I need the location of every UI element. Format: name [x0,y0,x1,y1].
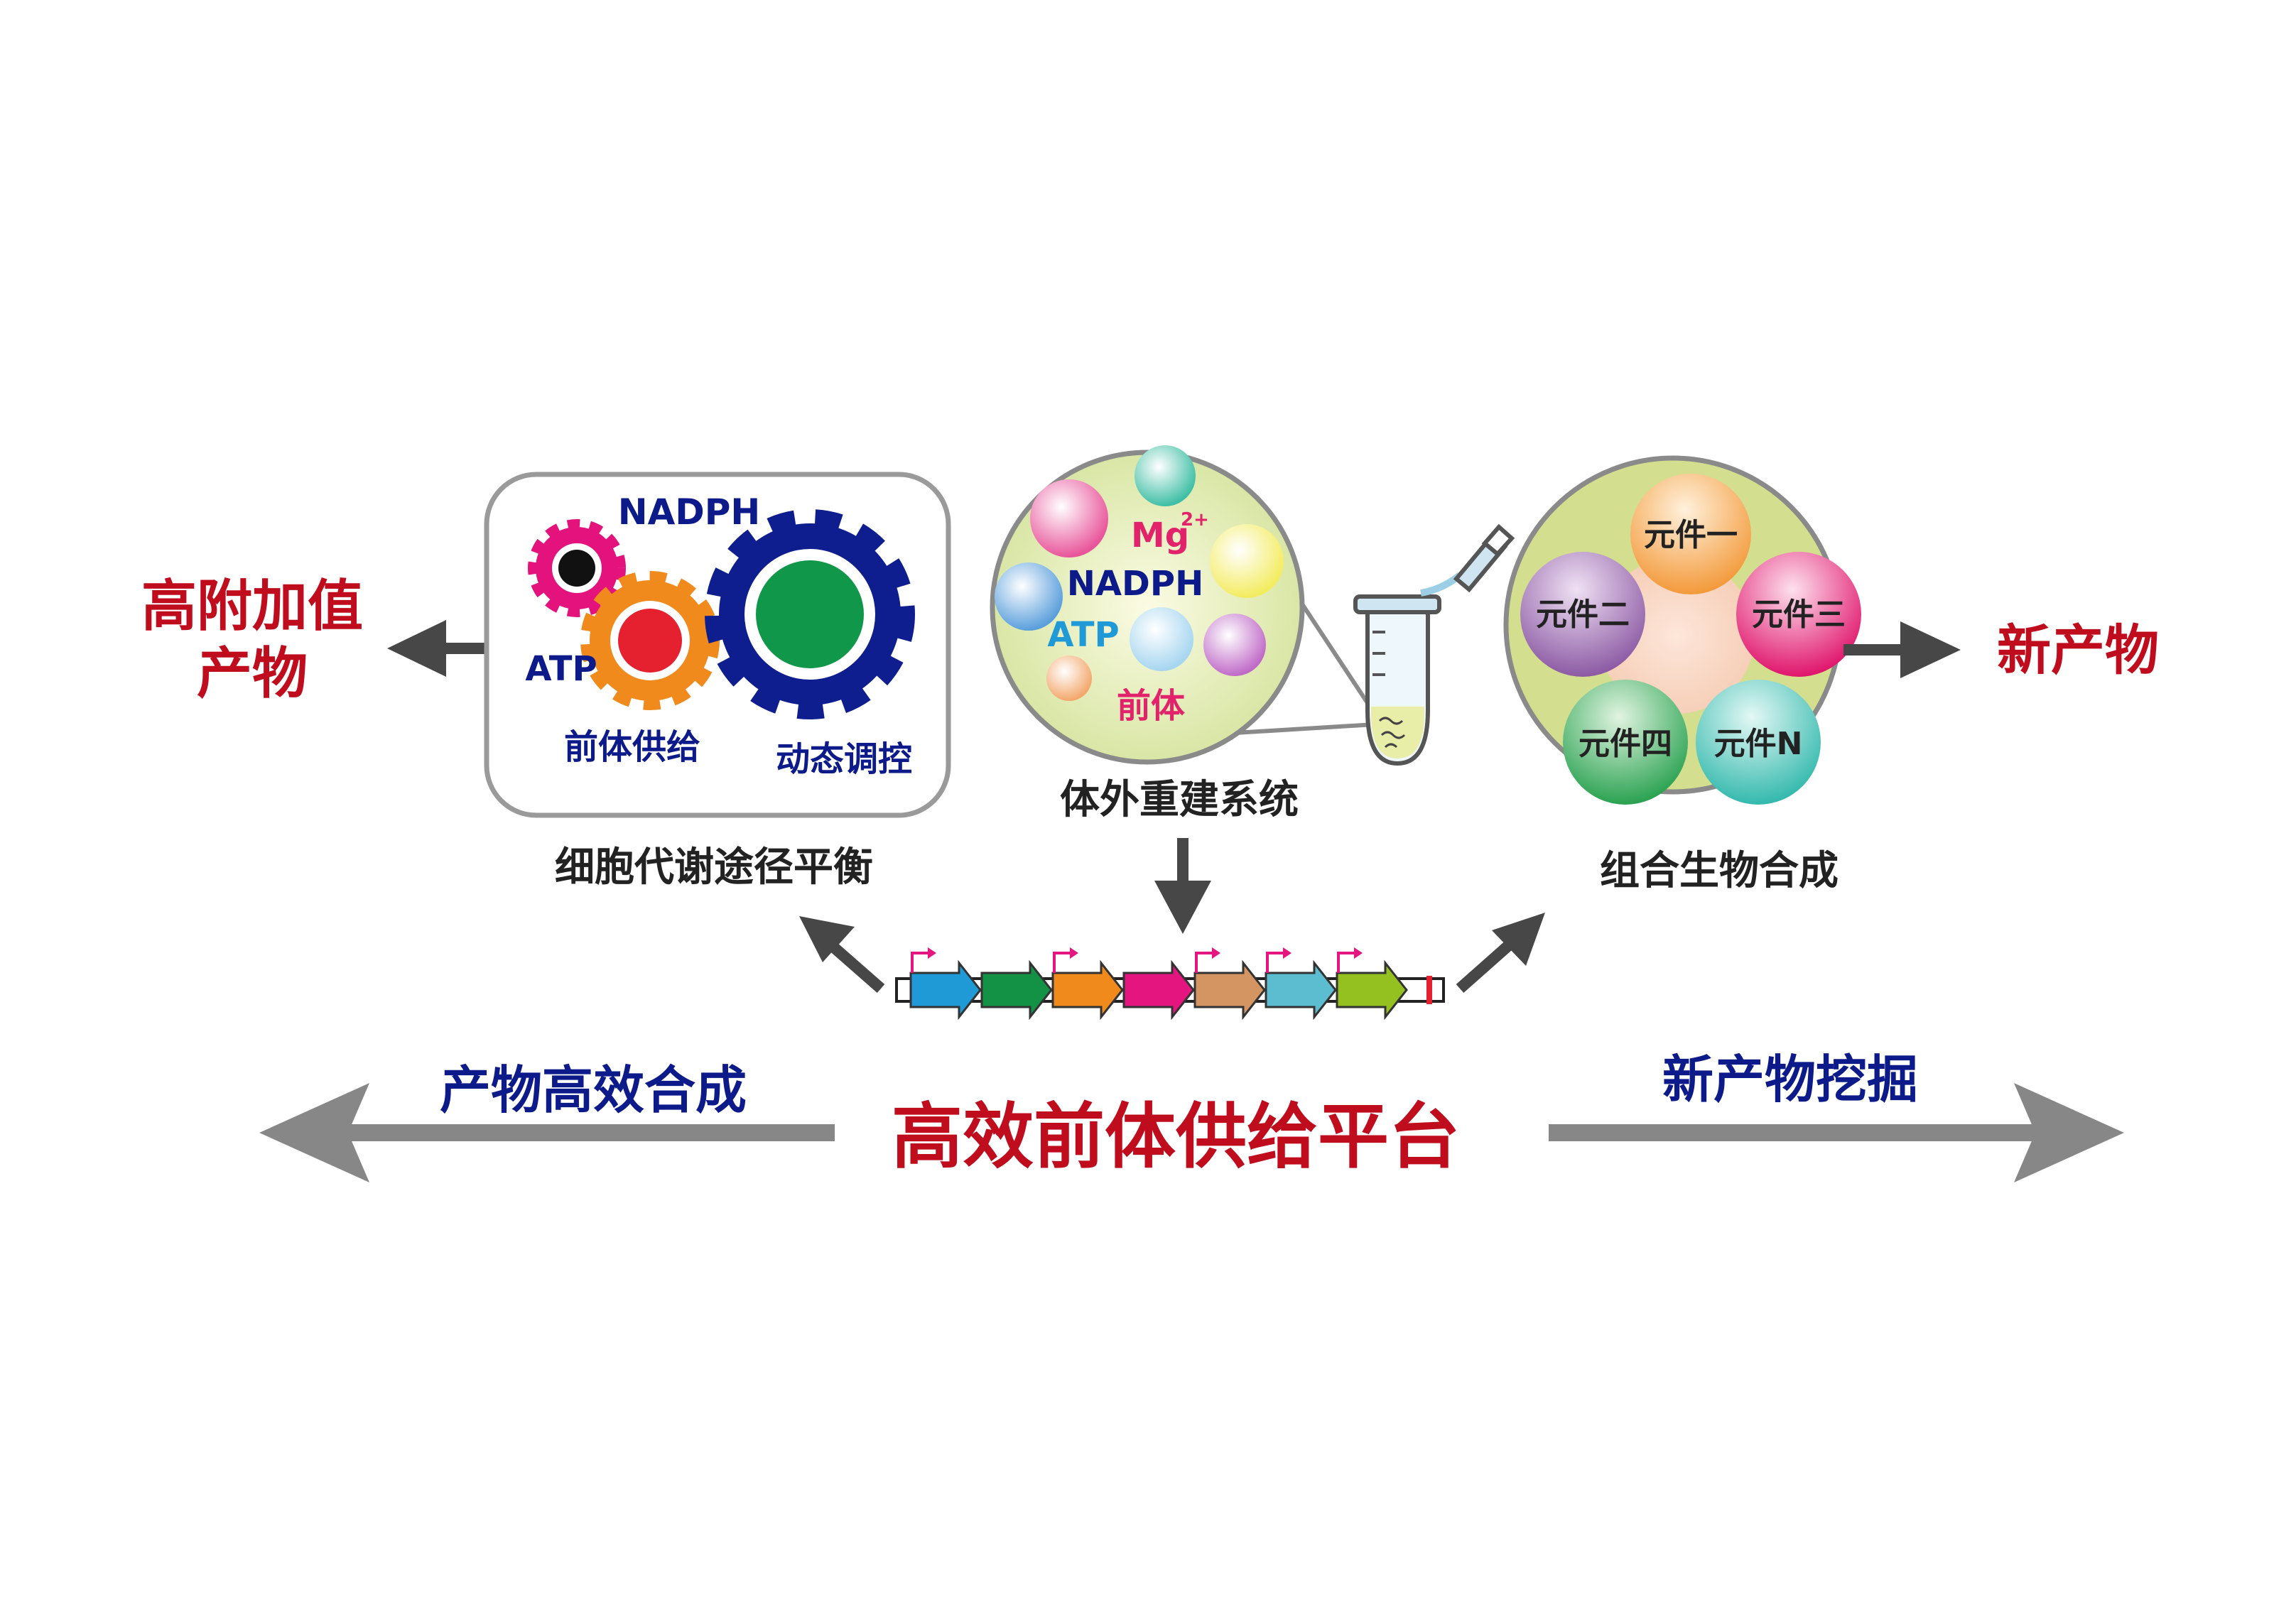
promoter-1 [911,952,928,973]
part-4 [1563,680,1688,805]
bottom-left-arrow [259,1083,835,1182]
part-3 [1736,552,1861,677]
bottom-left-label: 产物高效合成 [440,1060,747,1120]
in-vitro-atp-label: ATP [1047,615,1119,655]
mg-charge-label: 2+ [1181,509,1209,531]
part-1 [1630,474,1751,594]
promoter-tip-5 [1212,947,1220,959]
pipette-icon [1420,523,1515,597]
gene-arrow-2 [980,959,1053,1021]
promoter-tip-3 [1070,947,1078,959]
gene-cluster [895,947,1445,1021]
part-2-label: 元件二 [1536,597,1630,633]
gene-arrow-6 [1265,959,1337,1021]
right-output-label: 新产物 [1997,619,2159,682]
left-output-line1: 高附加值 [141,575,363,638]
bottom-right-label: 新产物挖掘 [1662,1050,1918,1109]
medium-gear-icon [580,571,720,710]
combinatorial-caption: 组合生物合成 [1600,848,1839,894]
in-vitro-precursor-label: 前体 [1117,686,1185,726]
gene-arrow-4 [1122,959,1195,1021]
part-n-label: 元件N [1714,726,1803,762]
small-gear-icon [528,519,626,617]
promoter-5 [1195,952,1212,973]
bottom-right-arrow [1549,1083,2124,1182]
part-4-label: 元件四 [1578,726,1672,762]
part-2 [1520,552,1645,677]
gene-arrow-1 [909,959,982,1021]
cell-nadph-label: NADPH [618,491,761,533]
large-gear-icon [705,509,915,719]
part-n [1696,680,1821,805]
dynamic-regulation-label: 动态调控 [776,739,912,779]
arrow-to-left-output [387,620,487,677]
promoter-tip-1 [928,947,936,959]
promoter-tip-7 [1354,947,1363,959]
cell-atp-label: ATP [525,649,597,689]
arrow-gene-to-cell [799,916,885,994]
promoter-tip-6 [1283,947,1292,959]
mg-label: Mg [1131,516,1189,555]
cell-metabolism-caption: 细胞代谢途径平衡 [555,844,873,891]
in-vitro-caption: 体外重建系统 [1060,777,1299,823]
arrow-gene-to-combinatorial [1456,913,1545,993]
arrow-to-new-product [1843,621,1961,678]
left-output-line2: 产物 [197,642,308,706]
gene-arrow-7 [1336,959,1408,1021]
part-1-label: 元件一 [1644,517,1738,553]
terminator-mark [1426,976,1432,1004]
promoter-3 [1053,952,1070,973]
molecule-bubbles [995,445,1284,701]
precursor-supply-label: 前体供给 [564,727,700,767]
gene-arrow-3 [1051,959,1124,1021]
promoters [911,947,1363,973]
arrow-down-from-in-vitro [1154,838,1211,934]
gene-arrow-5 [1193,959,1266,1021]
promoter-7 [1337,952,1354,973]
test-tube-icon [1353,594,1441,766]
in-vitro-nadph-label: NADPH [1067,564,1204,604]
part-3-label: 元件三 [1752,597,1846,633]
promoter-6 [1266,952,1283,973]
gene-arrows [909,959,1408,1021]
bottom-center-title: 高效前体供给平台 [892,1095,1460,1178]
